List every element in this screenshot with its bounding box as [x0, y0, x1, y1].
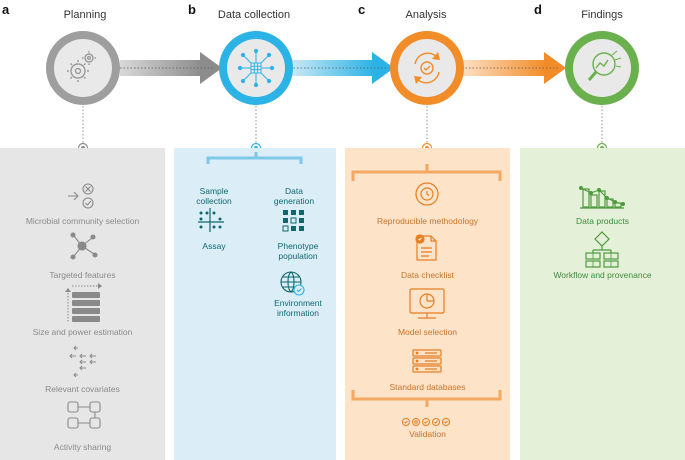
arrow-analysis-to-findings: [462, 52, 566, 84]
sharing-flow-icon: [67, 401, 101, 429]
database-server-icon: [412, 349, 442, 373]
data-collection-circle: [219, 31, 293, 105]
panel-letter-b: b: [188, 2, 196, 17]
selection-icon: [68, 183, 94, 209]
arrow-planning-to-collection: [120, 52, 222, 84]
planning-item-5: Activity sharing: [53, 442, 112, 452]
workflow-blocks-icon: [585, 231, 619, 268]
network-icon: [70, 232, 98, 260]
data-generation-label: Data generation: [273, 186, 315, 206]
arrow-collection-to-analysis: [290, 52, 394, 84]
assay-label: Assay: [202, 241, 226, 251]
phenotype-grid-icon: [282, 210, 304, 232]
data-collection-panel: [174, 148, 336, 460]
globe-check-icon: [280, 271, 305, 296]
sample-collection-label: Sample collection: [196, 186, 232, 206]
analysis-icons: [351, 164, 502, 426]
collection-icons: [198, 152, 305, 296]
findings-item-data-products: Data products: [576, 216, 629, 226]
analysis-item-reproducible: Reproducible methodology: [376, 216, 479, 226]
planning-item-1: Microbial community selection: [25, 216, 140, 226]
panel-title-findings: Findings: [581, 9, 623, 21]
analysis-item-validation: Validation: [409, 429, 446, 439]
planning-icons: [65, 183, 102, 429]
panel-letter-c: c: [358, 2, 366, 17]
bottom-bracket: [351, 390, 502, 407]
workflow-header: [46, 31, 639, 154]
clock-cycle-icon: [415, 182, 439, 206]
bar-chart-icon: [578, 185, 625, 209]
analysis-item-databases: Standard databases: [389, 382, 466, 392]
analysis-item-checklist: Data checklist: [401, 270, 454, 280]
cycle-check-icon: [414, 52, 440, 84]
monitor-chart-icon: [409, 288, 445, 319]
panel-letter-d: d: [534, 2, 542, 17]
phenotype-population-label: Phenotype population: [277, 241, 319, 261]
planning-item-3: Size and power estimation: [32, 327, 133, 337]
bracket: [206, 152, 303, 164]
planning-circle: [46, 31, 120, 105]
arrows-icon: [69, 345, 96, 378]
planning-item-4: Relevant covariates: [45, 384, 120, 394]
analysis-item-model: Model selection: [397, 327, 458, 337]
checklist-icon: [415, 234, 437, 261]
network-grid-icon: [237, 48, 275, 88]
panel-title-planning: Planning: [63, 9, 107, 21]
gears-icon: [67, 51, 96, 82]
validation-checks-icon: [402, 418, 450, 426]
findings-icons: [578, 185, 625, 268]
environment-information-label: Environment information: [274, 298, 322, 318]
planning-item-2: Targeted features: [49, 270, 116, 280]
findings-panel: [520, 148, 685, 460]
panel-letter-a: a: [2, 2, 10, 17]
top-bracket: [351, 164, 502, 181]
panel-title-analysis: Analysis: [405, 9, 447, 21]
findings-item-workflow: Workflow and provenance: [553, 270, 652, 280]
assay-icon: [198, 208, 224, 232]
stack-icon: [65, 283, 102, 322]
panel-title-data-collection: Data collection: [217, 9, 291, 21]
findings-circle: [565, 31, 639, 105]
analysis-circle: [390, 31, 464, 105]
magnifier-chart-icon: [587, 50, 622, 81]
